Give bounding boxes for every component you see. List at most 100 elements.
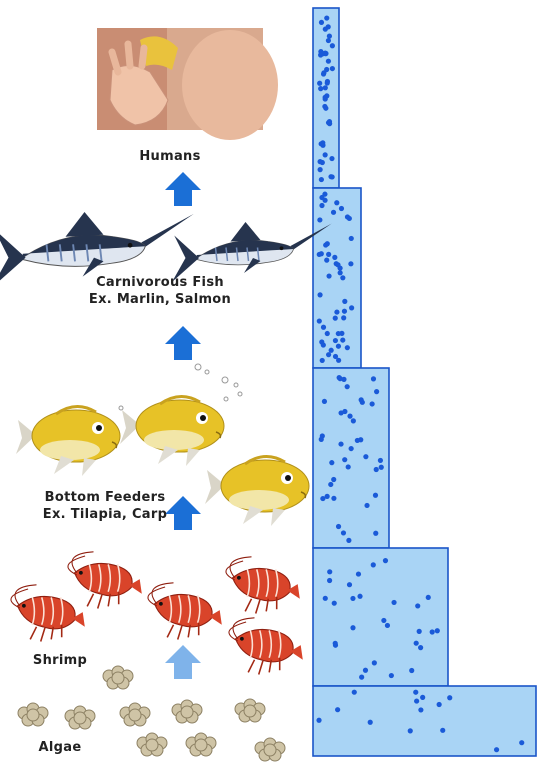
tower-block-algae bbox=[313, 686, 536, 756]
contaminant-dot bbox=[328, 482, 333, 487]
contaminant-dot bbox=[324, 15, 329, 20]
contaminant-dot bbox=[338, 410, 343, 415]
contaminant-dot bbox=[340, 337, 345, 342]
contaminant-dot bbox=[332, 255, 337, 260]
algae-cell bbox=[195, 739, 207, 751]
bubble-icon bbox=[234, 383, 238, 387]
contaminant-dot bbox=[418, 645, 423, 650]
contaminant-dot bbox=[360, 400, 365, 405]
shrimp-body bbox=[18, 596, 76, 628]
contaminant-dot bbox=[316, 718, 321, 723]
contaminant-dot bbox=[321, 71, 326, 76]
bubble-icon bbox=[119, 406, 123, 410]
contaminant-dot bbox=[327, 569, 332, 574]
arrow-up-icon-shape bbox=[165, 326, 201, 360]
contaminant-dot bbox=[351, 418, 356, 423]
marlin-image bbox=[172, 222, 332, 282]
contaminant-dot bbox=[319, 203, 324, 208]
contaminant-dot bbox=[409, 668, 414, 673]
contaminant-dot bbox=[437, 702, 442, 707]
contaminant-dot bbox=[345, 214, 350, 219]
tower-block-shrimp-rect bbox=[313, 548, 448, 686]
marlin-eye bbox=[280, 246, 284, 250]
carnivorous-fish-example: Ex. Marlin, Salmon bbox=[40, 291, 280, 308]
bubble-icon bbox=[205, 370, 209, 374]
contaminant-dot bbox=[336, 358, 341, 363]
contaminant-dot bbox=[335, 262, 340, 267]
contaminant-dot bbox=[326, 59, 331, 64]
hand-photo bbox=[97, 28, 278, 140]
contaminant-dot bbox=[352, 690, 357, 695]
shrimp-image bbox=[226, 557, 300, 614]
contaminant-dot bbox=[447, 695, 452, 700]
algae-cell bbox=[146, 739, 158, 751]
contaminant-dot bbox=[325, 494, 330, 499]
algae-clump-image bbox=[186, 733, 216, 756]
contaminant-dot bbox=[333, 641, 338, 646]
contaminant-dot bbox=[327, 578, 332, 583]
humans-name: Humans bbox=[95, 148, 245, 165]
contaminant-dot bbox=[328, 174, 333, 179]
contaminant-dot bbox=[371, 376, 376, 381]
contaminant-dot bbox=[317, 81, 322, 86]
algae-cell bbox=[181, 706, 193, 718]
algae-clump-image bbox=[137, 733, 167, 756]
shrimp-image bbox=[229, 618, 303, 675]
contaminant-dot bbox=[321, 325, 326, 330]
contaminant-dot bbox=[339, 331, 344, 336]
contaminant-dot bbox=[414, 698, 419, 703]
contaminant-dot bbox=[338, 270, 343, 275]
marlin-dorsal-fin bbox=[231, 222, 261, 242]
contaminant-dot bbox=[330, 66, 335, 71]
contaminant-dot bbox=[341, 530, 346, 535]
contaminant-dot bbox=[372, 660, 377, 665]
shrimp-image bbox=[11, 585, 85, 642]
contaminant-dot bbox=[334, 200, 339, 205]
contaminant-dot bbox=[320, 358, 325, 363]
contaminant-dot bbox=[494, 747, 499, 752]
contaminant-dot bbox=[371, 562, 376, 567]
contaminant-dot bbox=[368, 720, 373, 725]
tower-block-bottom-feeders bbox=[313, 368, 389, 548]
contaminant-dot bbox=[426, 595, 431, 600]
arrow-up-icon bbox=[165, 172, 201, 206]
contaminant-dot bbox=[349, 446, 354, 451]
contaminant-dot bbox=[347, 414, 352, 419]
contaminant-dot bbox=[331, 496, 336, 501]
fish-eye bbox=[285, 475, 291, 481]
contaminant-dot bbox=[391, 600, 396, 605]
bubble-icon bbox=[224, 397, 228, 401]
contaminant-dot bbox=[323, 242, 328, 247]
contaminant-dot bbox=[383, 558, 388, 563]
bottom-feeders-label: Bottom Feeders Ex. Tilapia, Carp bbox=[0, 489, 210, 523]
shrimp-image bbox=[148, 583, 222, 640]
contaminant-dot bbox=[381, 618, 386, 623]
marlin-eye bbox=[128, 243, 133, 248]
contaminant-dot bbox=[340, 275, 345, 280]
arrow-up-icon bbox=[165, 645, 201, 679]
contaminant-dot bbox=[373, 531, 378, 536]
contaminant-dot bbox=[322, 399, 327, 404]
yellow-fish-image bbox=[205, 456, 309, 526]
algae-cell bbox=[244, 705, 256, 717]
contaminant-dot bbox=[321, 342, 326, 347]
contaminant-dot bbox=[317, 318, 322, 323]
contaminant-dot bbox=[430, 629, 435, 634]
shrimp-eye bbox=[237, 576, 241, 580]
contaminant-dot bbox=[329, 348, 334, 353]
contaminant-dot bbox=[319, 437, 324, 442]
contaminant-dot bbox=[350, 625, 355, 630]
humans-label: Humans bbox=[95, 148, 245, 165]
yellow-fish-image bbox=[120, 396, 224, 466]
contaminant-dot bbox=[417, 629, 422, 634]
contaminant-dot bbox=[327, 34, 332, 39]
bottom-feeders-name: Bottom Feeders bbox=[0, 489, 210, 506]
algae-clump-image bbox=[103, 666, 133, 689]
algae-cell bbox=[74, 712, 86, 724]
contaminant-dot bbox=[318, 86, 323, 91]
contaminant-dot bbox=[320, 51, 325, 56]
algae-clump-image bbox=[235, 699, 265, 722]
algae-cell bbox=[264, 744, 276, 756]
